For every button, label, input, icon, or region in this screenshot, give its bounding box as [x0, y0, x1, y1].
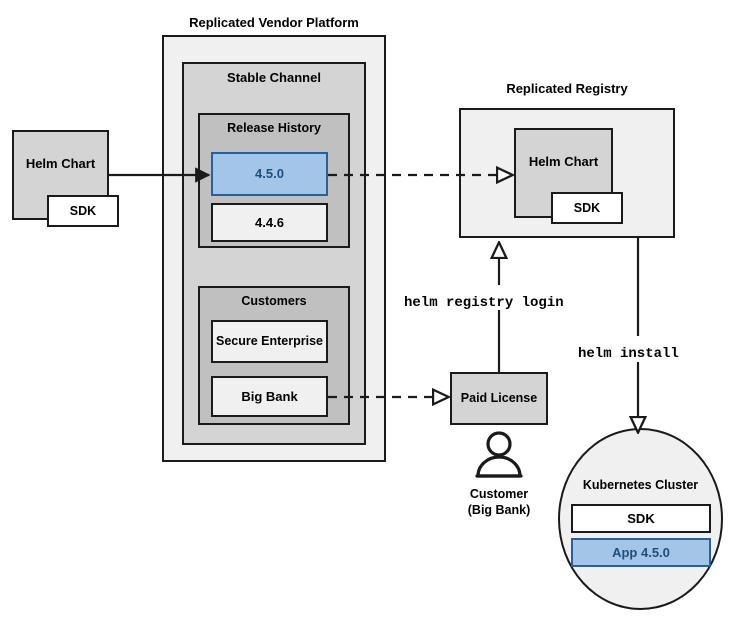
release-item-446[interactable]: 4.4.6 — [211, 203, 328, 242]
customers-label: Customers — [241, 294, 307, 308]
cluster-item-sdk[interactable]: SDK — [571, 504, 711, 533]
sdk-label: SDK — [69, 203, 97, 218]
cluster-item-app[interactable]: App 4.5.0 — [571, 538, 711, 567]
vendor-platform-title: Replicated Vendor Platform — [189, 15, 359, 30]
customer-persona-caption: Customer (Big Bank) — [467, 487, 531, 517]
cluster-item-label: SDK — [627, 510, 655, 526]
customer-name-label: Big Bank — [241, 388, 298, 404]
release-history-label: Release History — [227, 121, 321, 135]
helm-registry-login-command: helm registry login — [404, 295, 564, 311]
kubernetes-cluster-title: Kubernetes Cluster — [582, 478, 699, 492]
customer-item-big-bank[interactable]: Big Bank — [211, 376, 328, 417]
cluster-item-label: App 4.5.0 — [612, 544, 670, 560]
helm-chart-label: Helm Chart — [528, 154, 599, 170]
customer-name-label: Secure Enterprise — [216, 334, 323, 349]
paid-license-box[interactable]: Paid License — [450, 372, 548, 425]
registry-title: Replicated Registry — [506, 81, 628, 96]
helm-chart-label: Helm Chart — [25, 156, 96, 172]
registry-sdk-box[interactable]: SDK — [551, 192, 623, 224]
release-version-label: 4.4.6 — [255, 214, 284, 230]
helm-install-command: helm install — [578, 346, 679, 362]
source-sdk-box[interactable]: SDK — [47, 195, 119, 227]
customer-item-secure-enterprise[interactable]: Secure Enterprise — [211, 320, 328, 363]
stable-channel-label: Stable Channel — [227, 70, 321, 85]
customer-person-icon — [475, 431, 523, 478]
release-version-label: 4.5.0 — [255, 166, 284, 182]
sdk-label: SDK — [573, 200, 601, 215]
paid-license-label: Paid License — [460, 391, 538, 406]
release-item-450[interactable]: 4.5.0 — [211, 152, 328, 196]
